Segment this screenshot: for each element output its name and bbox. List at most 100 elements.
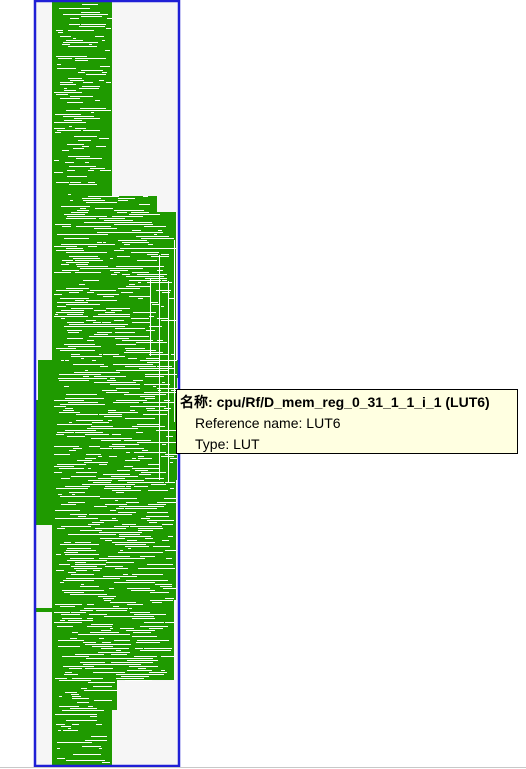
net-gap-line [126, 452, 130, 453]
net-gap-line [57, 306, 66, 307]
net-gap-line [94, 506, 107, 507]
net-gap-line [129, 666, 158, 667]
net-gap-line [132, 272, 149, 273]
net-gap-line [75, 562, 86, 563]
net-gap-line [54, 446, 79, 447]
net-gap-line [101, 648, 129, 649]
net-gap-line [91, 664, 119, 665]
net-gap-line [123, 232, 155, 233]
net-gap-line [118, 198, 135, 199]
net-gap-line [141, 616, 154, 617]
net-gap-line [126, 350, 156, 351]
net-gap-line [56, 488, 88, 489]
net-gap-line [116, 508, 124, 509]
net-gap-line [141, 590, 151, 591]
net-wire-streak [150, 278, 151, 356]
net-gap-line [113, 364, 140, 365]
net-gap-line [75, 270, 79, 271]
net-gap-line [145, 360, 177, 361]
net-gap-line [76, 264, 88, 265]
net-gap-line [137, 442, 164, 443]
net-gap-line [105, 498, 137, 499]
net-gap-line [73, 148, 84, 149]
net-gap-line [120, 628, 134, 629]
net-gap-line [86, 644, 102, 645]
net-gap-line [99, 80, 104, 81]
net-gap-line [116, 492, 124, 493]
net-gap-line [121, 222, 152, 223]
net-gap-line [71, 356, 93, 357]
net-gap-line [62, 380, 89, 381]
net-gap-line [62, 224, 65, 225]
net-gap-line [74, 568, 102, 569]
net-gap-line [56, 554, 61, 555]
net-gap-line [126, 580, 144, 581]
net-gap-line [127, 540, 137, 541]
net-gap-line [144, 236, 169, 237]
net-gap-line [138, 552, 163, 553]
net-gap-line [66, 110, 82, 111]
net-gap-line [135, 352, 163, 353]
net-gap-line [96, 326, 117, 327]
net-gap-line [128, 448, 132, 449]
pblock-border[interactable] [33, 0, 181, 768]
net-gap-line [166, 558, 172, 559]
net-gap-line [79, 26, 93, 27]
net-gap-line [129, 284, 135, 285]
net-gap-line [67, 330, 82, 331]
net-gap-line [105, 504, 127, 505]
net-gap-line [90, 290, 116, 291]
net-gap-line [61, 310, 84, 311]
net-gap-line [59, 714, 91, 715]
net-gap-line [68, 504, 76, 505]
net-gap-line [91, 426, 107, 427]
net-gap-line [82, 244, 113, 245]
net-gap-line [88, 468, 91, 469]
net-gap-line [80, 530, 100, 531]
net-gap-line [156, 342, 167, 343]
net-gap-line [83, 280, 99, 281]
net-gap-line [60, 620, 65, 621]
net-gap-line [99, 354, 102, 355]
net-gap-line [131, 318, 149, 319]
net-gap-line [99, 748, 102, 749]
net-gap-line [73, 448, 82, 449]
net-gap-line [66, 720, 97, 721]
net-gap-line [56, 724, 65, 725]
net-gap-line [102, 762, 110, 763]
net-gap-line [127, 630, 155, 631]
net-gap-line [131, 212, 149, 213]
net-gap-line [64, 344, 86, 345]
net-gap-line [72, 678, 101, 679]
net-gap-line [63, 42, 92, 43]
net-gap-line [70, 96, 93, 97]
net-gap-line [71, 262, 89, 263]
net-gap-line [62, 606, 75, 607]
net-gap-line [64, 542, 71, 543]
net-gap-line [68, 98, 80, 99]
net-gap-line [77, 110, 101, 111]
net-gap-line [85, 308, 93, 309]
net-gap-line [130, 288, 140, 289]
net-gap-line [115, 328, 134, 329]
net-gap-line [68, 502, 85, 503]
tooltip-title: 名称: cpu/Rf/D_mem_reg_0_31_1_1_i_1 (LUT6) [180, 392, 511, 413]
net-gap-line [67, 314, 83, 315]
net-gap-line [69, 166, 96, 167]
net-gap-line [87, 604, 94, 605]
net-gap-line [73, 258, 100, 259]
net-gap-line [95, 36, 104, 37]
net-wire-streak [168, 281, 169, 483]
net-gap-line [88, 480, 112, 481]
net-gap-line [148, 280, 161, 281]
net-gap-line [82, 146, 89, 147]
net-gap-line [114, 490, 124, 491]
net-gap-line [99, 638, 104, 639]
net-gap-line [145, 482, 164, 483]
net-gap-line [134, 486, 148, 487]
tooltip-type-row: Type: LUT [180, 434, 511, 455]
net-gap-line [76, 612, 83, 613]
net-gap-line [162, 540, 169, 541]
net-gap-line [88, 668, 113, 669]
